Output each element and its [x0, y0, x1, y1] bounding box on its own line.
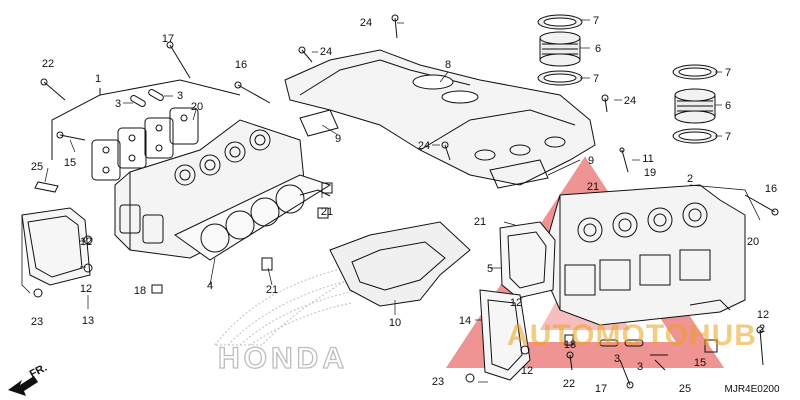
callout-label: 15	[64, 157, 76, 169]
callout-label: 9	[335, 133, 341, 145]
callout-label: 3	[177, 90, 183, 102]
callout-label: 12	[757, 309, 769, 321]
callout-label: 24	[360, 17, 372, 29]
callout-label: 2	[687, 173, 693, 185]
callout-label: 2	[759, 323, 765, 335]
callout-label: 24	[624, 95, 636, 107]
callout-label: 9	[588, 155, 594, 167]
front-label: FR.	[28, 362, 49, 381]
callout-label: 16	[765, 183, 777, 195]
callout-label: 23	[432, 376, 444, 388]
callout-label: 7	[725, 67, 731, 79]
callout-label: 21	[266, 284, 278, 296]
front-arrow: FR.	[8, 362, 49, 396]
callout-label: 10	[389, 317, 401, 329]
callout-label: 20	[747, 236, 759, 248]
svg-text:AUTOMOTOHUB: AUTOMOTOHUB	[507, 319, 757, 352]
callout-label: 23	[31, 316, 43, 328]
callout-label: 20	[191, 101, 203, 113]
callout-label: 3	[614, 353, 620, 365]
callout-label: 17	[595, 383, 607, 395]
callout-label: 17	[162, 33, 174, 45]
callout-label: 18	[134, 285, 146, 297]
honda-wordmark-watermark: HONDA	[217, 341, 348, 375]
callout-label: 21	[321, 206, 333, 218]
callout-label: 12	[510, 297, 522, 309]
catalog-code: MJR4E0200	[724, 384, 779, 395]
callout-label: 18	[564, 339, 576, 351]
callout-label: 3	[115, 98, 121, 110]
automotohub-watermark: AUTOMOTOHUB	[507, 319, 757, 352]
callout-label: 1	[95, 73, 101, 85]
callout-label: 4	[207, 280, 213, 292]
callout-label: 15	[694, 357, 706, 369]
callout-label: 24	[418, 140, 430, 152]
callout-label: 6	[595, 43, 601, 55]
callout-numbers: 1 2 3 3 3 3 4 5 6 6 7 7 7 7 8 9 9 10 11 …	[31, 15, 777, 395]
callout-label: 3	[637, 361, 643, 373]
callout-label: 25	[679, 383, 691, 395]
callout-label: 12	[521, 365, 533, 377]
intake-clamps-boots	[537, 14, 718, 144]
callout-label: 12	[80, 236, 92, 248]
gasket-sheet	[329, 221, 471, 307]
callout-label: 24	[320, 46, 332, 58]
callout-label: 22	[563, 378, 575, 390]
callout-label: 7	[593, 15, 599, 27]
callout-label: 5	[487, 263, 493, 275]
callout-numbers-extra: 2 12	[757, 309, 769, 335]
cylinder-head-right	[465, 184, 779, 389]
callout-label: 7	[725, 131, 731, 143]
callout-label: 22	[42, 58, 54, 70]
callout-label: 11	[642, 153, 653, 165]
callout-label: 16	[235, 59, 247, 71]
leader-lines	[44, 19, 722, 383]
callout-label: 19	[644, 167, 656, 179]
cylinder-head-left	[21, 41, 333, 298]
callout-label: 8	[445, 59, 451, 71]
callout-label: 25	[31, 161, 43, 173]
callout-label: 7	[593, 73, 599, 85]
callout-label: 21	[474, 216, 486, 228]
callout-label: 14	[459, 315, 471, 327]
manifold-bolts	[298, 14, 629, 173]
intake-manifold	[284, 49, 596, 189]
callout-label: 12	[80, 283, 92, 295]
callout-label: 21	[587, 181, 599, 193]
callout-label: 13	[82, 315, 94, 327]
svg-text:HONDA: HONDA	[218, 342, 348, 375]
callout-label: 6	[725, 100, 731, 112]
